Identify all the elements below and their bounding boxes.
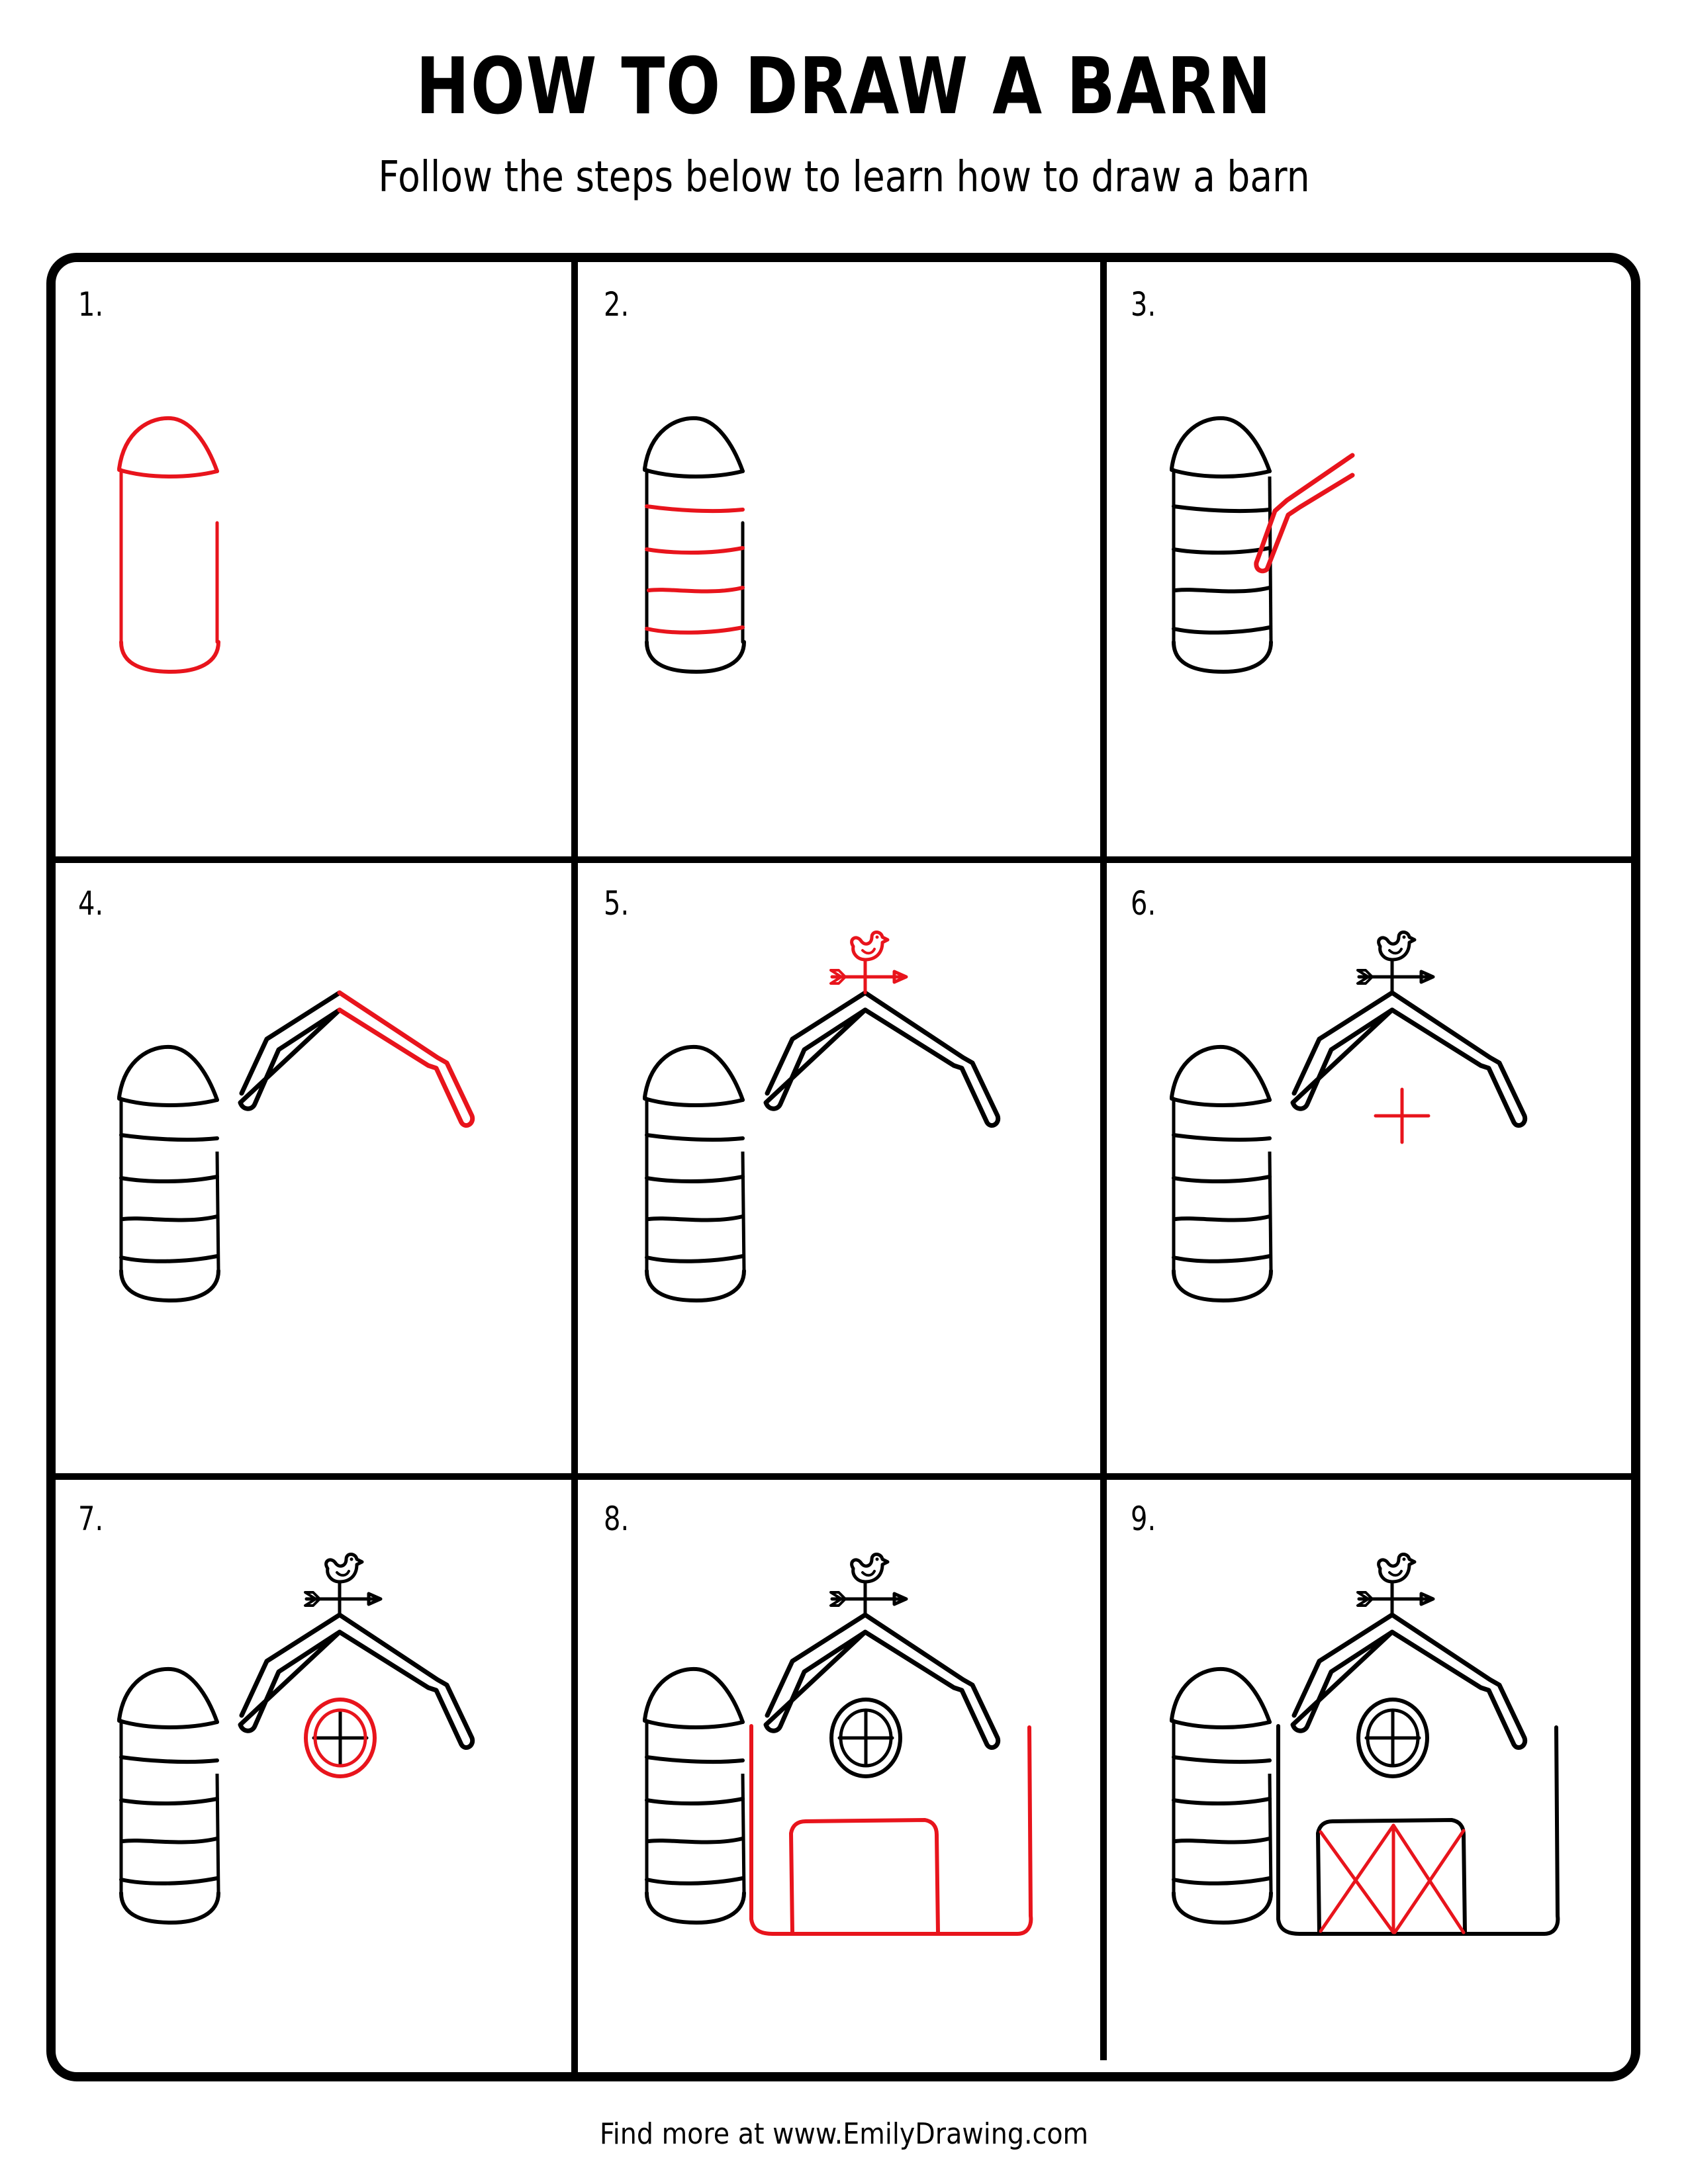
footer-credit: Find more at www.EmilyDrawing.com xyxy=(599,2117,1089,2151)
step-1-label: 1. xyxy=(78,285,104,324)
step-7-drawing xyxy=(118,1615,515,1946)
grid-divider-vertical-1 xyxy=(571,258,578,2077)
step-7-label: 7. xyxy=(78,1500,104,1538)
step-6-drawing xyxy=(1170,993,1568,1324)
page-subtitle: Follow the steps below to learn how to d… xyxy=(378,153,1310,202)
grid-divider-horizontal-2 xyxy=(52,1473,1636,1480)
step-4-drawing xyxy=(118,993,515,1324)
step-6-label: 6. xyxy=(1131,884,1156,923)
step-3-label: 3. xyxy=(1131,285,1156,324)
steps-grid-frame xyxy=(46,253,1640,2081)
grid-divider-vertical-2 xyxy=(1100,258,1107,2060)
page-title: HOW TO DRAW A BARN xyxy=(416,40,1272,132)
step-9-drawing xyxy=(1170,1615,1581,1985)
step-4-label: 4. xyxy=(78,884,104,923)
step-5-label: 5. xyxy=(604,884,630,923)
step-3-drawing xyxy=(1170,291,1355,702)
step-2-drawing xyxy=(643,417,776,695)
step-9-label: 9. xyxy=(1131,1500,1156,1538)
step-8-label: 8. xyxy=(604,1500,630,1538)
step-2-label: 2. xyxy=(604,285,630,324)
step-5-drawing xyxy=(643,993,1041,1324)
grid-divider-horizontal-1 xyxy=(52,856,1636,863)
step-1-drawing xyxy=(118,417,250,695)
step-8-drawing xyxy=(643,1615,1054,1985)
